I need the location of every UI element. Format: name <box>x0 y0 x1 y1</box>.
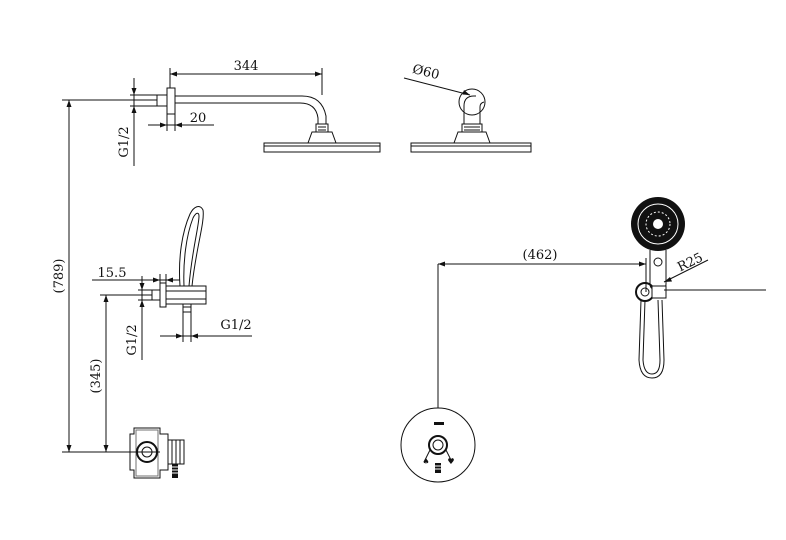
svg-text:♠: ♠ <box>422 457 429 466</box>
dimension-label-flange-diameter: Ø60 <box>411 62 441 83</box>
dimension-elbow-thread-bottom: G1/2 <box>160 312 252 342</box>
valve-body-side-view <box>129 427 185 479</box>
dimension-label-valve-to-elbow: (345) <box>89 359 104 394</box>
dimension-valve-to-elbow: (345) <box>89 294 152 453</box>
dimension-label-arm-thread: G1/2 <box>117 126 132 157</box>
hand-shower-side-view <box>151 206 207 313</box>
dimension-arm-length: 344 <box>169 59 323 95</box>
hand-shower-front-view <box>631 197 685 379</box>
dimension-flange-depth: 20 <box>148 111 214 131</box>
dimension-elbow-thread-left: G1/2 <box>125 276 152 360</box>
svg-text:♥: ♥ <box>447 457 454 466</box>
dimension-label-elbow-thread-bottom: G1/2 <box>220 318 251 333</box>
shower-arm-side-view <box>156 87 381 153</box>
shower-arm-front-view <box>410 88 532 153</box>
dimension-handset-radius: R25 <box>663 250 766 291</box>
dimension-label-arm-length: 344 <box>234 59 259 74</box>
dimension-total-height: (789) <box>52 99 160 453</box>
dimension-label-handset-radius: R25 <box>675 250 705 275</box>
valve-trim-front-view: ♠ ♥ <box>400 407 476 483</box>
dimension-hose-length: (462) <box>438 248 647 292</box>
dimension-flange-diameter: Ø60 <box>403 62 471 96</box>
dimension-label-total-height: (789) <box>52 259 67 294</box>
dimension-elbow-depth: 15.5 <box>92 266 180 283</box>
dimension-arm-thread: G1/2 <box>117 78 157 166</box>
dimension-label-hose-length: (462) <box>523 248 558 263</box>
dimension-label-elbow-thread-left: G1/2 <box>125 324 140 355</box>
dimension-label-flange-depth: 20 <box>190 111 207 126</box>
dimension-label-elbow-depth: 15.5 <box>98 266 127 281</box>
